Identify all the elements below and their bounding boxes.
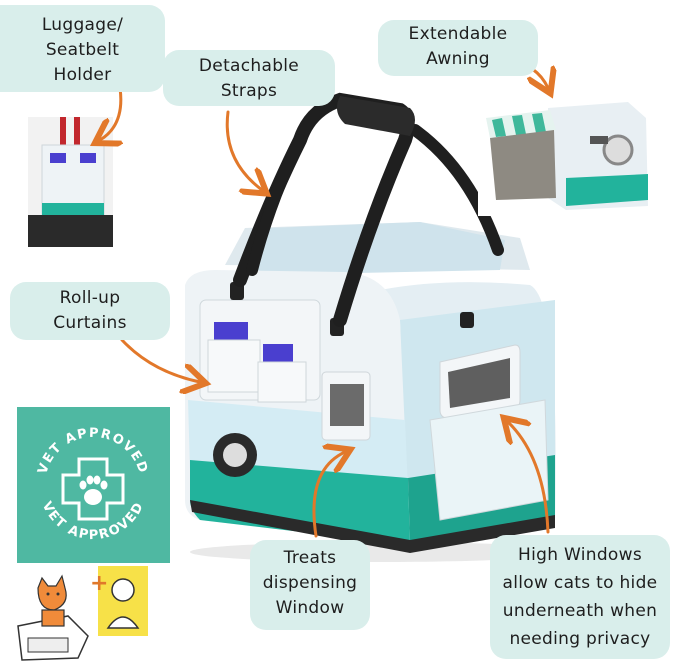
callout-curtains-line2: Curtains	[53, 313, 127, 333]
callout-windows-line3: underneath when	[502, 601, 658, 621]
arrow-curtains	[120, 338, 200, 382]
callout-luggage-line3: Holder	[53, 65, 112, 85]
arrow-luggage	[100, 86, 121, 140]
callout-curtains-line1: Roll-up	[59, 288, 121, 308]
awning-photo	[478, 88, 658, 216]
callout-awning-line2: Awning	[426, 49, 490, 69]
callout-windows-line2: allow cats to hide	[502, 573, 658, 593]
arrow-straps	[225, 110, 262, 190]
callout-treats-line2: dispensing	[262, 573, 358, 593]
callout-windows-line1: High Windows	[518, 545, 642, 565]
callout-treats-line3: Window	[275, 598, 345, 618]
arrow-treats	[312, 452, 345, 538]
callout-straps-line1: Detachable	[198, 56, 300, 76]
callout-treats-line1: Treats	[283, 548, 337, 568]
svg-text:+: +	[90, 571, 108, 596]
cat-vet-illustration: +	[8, 566, 150, 662]
callout-windows-line4: needing privacy	[509, 629, 651, 649]
vet-approved-badge: VET APPROVED VET APPROVED	[17, 407, 170, 563]
callout-luggage-line2: Seatbelt	[45, 40, 120, 60]
callout-straps: Detachable Straps	[163, 50, 335, 106]
callout-luggage-line1: Luggage/	[41, 15, 124, 35]
callout-treats: Treats dispensing Window	[250, 540, 370, 630]
callout-awning: Extendable Awning	[378, 20, 538, 76]
callout-curtains: Roll-up Curtains	[10, 282, 170, 340]
callout-awning-line1: Extendable	[408, 24, 508, 44]
arrow-windows	[508, 422, 550, 534]
callout-luggage: Luggage/ Seatbelt Holder	[0, 5, 165, 92]
callout-straps-line2: Straps	[220, 81, 278, 101]
callout-windows: High Windows allow cats to hide undernea…	[490, 535, 670, 659]
